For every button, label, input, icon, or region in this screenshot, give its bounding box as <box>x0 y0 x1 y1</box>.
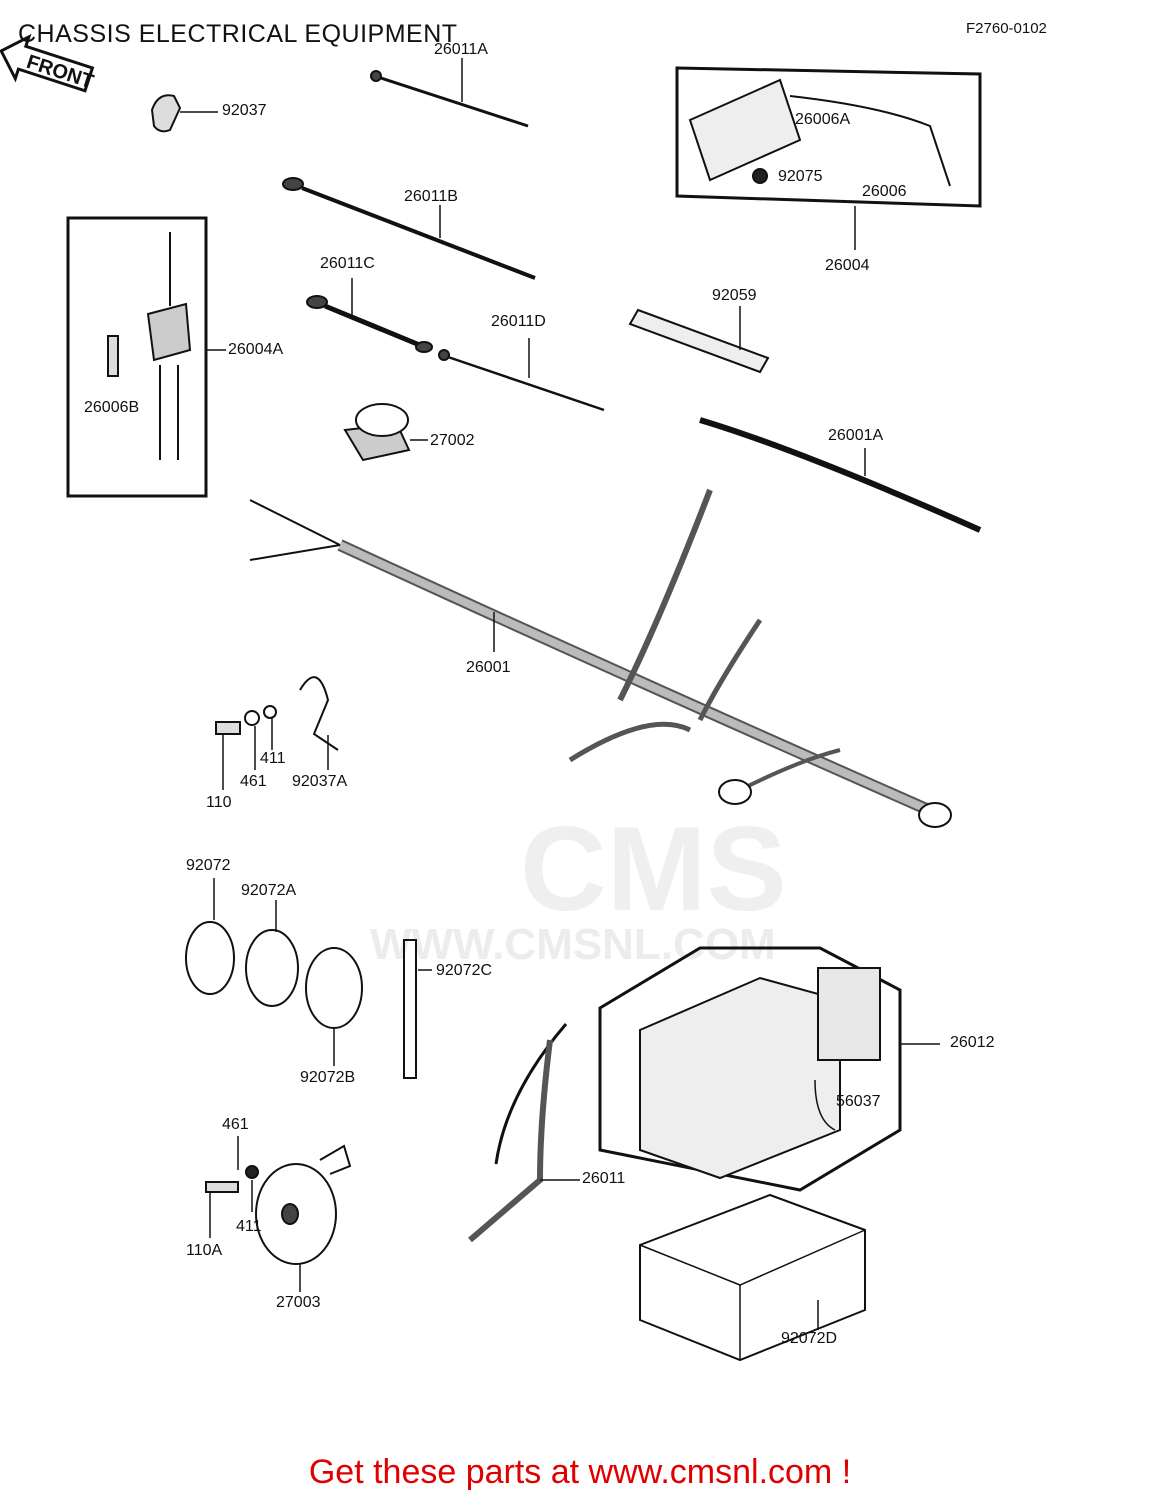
part-label[interactable]: 26012 <box>950 1034 995 1051</box>
cable-26011D <box>438 338 605 412</box>
bands-92072 <box>185 878 432 1079</box>
relay-box-26004A <box>66 216 226 498</box>
part-label[interactable]: 92059 <box>712 287 757 304</box>
part-label[interactable]: 92037A <box>292 773 348 790</box>
cable-26011C <box>306 278 433 353</box>
part-label[interactable]: 92072B <box>300 1069 356 1086</box>
part-label[interactable]: 26004 <box>825 257 870 274</box>
part-label[interactable]: 27002 <box>430 432 475 449</box>
part-label[interactable]: 26006A <box>795 111 851 128</box>
battery-box-26012 <box>598 946 940 1192</box>
part-label[interactable]: 411 <box>236 1218 262 1235</box>
part-label[interactable]: 411 <box>260 750 286 767</box>
relay-27002 <box>343 403 428 462</box>
part-label[interactable]: 26004A <box>228 341 284 358</box>
part-label[interactable]: 26011C <box>320 255 375 272</box>
harness-26001A <box>699 417 982 533</box>
part-label[interactable]: 26011B <box>404 188 458 205</box>
fuse-box-26004 <box>675 66 982 250</box>
tube-92059 <box>628 306 770 374</box>
cta-link[interactable]: Get these parts at www.cmsnl.com ! <box>308 1453 852 1491</box>
part-label[interactable]: 92075 <box>778 168 823 185</box>
part-label[interactable]: 92072A <box>241 882 297 899</box>
cable-26011B <box>282 177 536 280</box>
part-label[interactable]: 92072D <box>781 1330 838 1347</box>
part-label[interactable]: 56037 <box>836 1093 881 1110</box>
hardware-group-1 <box>215 676 339 790</box>
clip-92037 <box>150 94 182 133</box>
part-label[interactable]: 26011A <box>434 41 488 58</box>
part-label[interactable]: 461 <box>240 773 267 790</box>
horn-27003 <box>205 1136 352 1292</box>
part-label[interactable]: 110 <box>206 794 232 811</box>
part-label[interactable]: 110A <box>186 1242 223 1259</box>
watermark-logo: CMS <box>520 802 787 936</box>
part-label[interactable]: 26001A <box>828 427 884 444</box>
main-harness-26001 <box>249 488 952 828</box>
page-title: CHASSIS ELECTRICAL EQUIPMENT <box>18 20 458 48</box>
cable-26011 <box>468 1023 580 1243</box>
diagram-code: F2760-0102 <box>966 20 1047 37</box>
part-label[interactable]: 92037 <box>222 102 267 119</box>
part-label[interactable]: 26011 <box>582 1170 626 1187</box>
watermark-url: WWW.CMSNL.COM <box>370 920 776 969</box>
part-label[interactable]: 461 <box>222 1116 249 1133</box>
tray-92072D <box>639 1193 866 1362</box>
part-label[interactable]: 92072C <box>436 962 493 979</box>
cable-26011A <box>370 58 529 128</box>
part-label[interactable]: 27003 <box>276 1294 321 1311</box>
part-label[interactable]: 26006 <box>862 183 907 200</box>
part-label[interactable]: 26006B <box>84 399 140 416</box>
part-label[interactable]: 92072 <box>186 857 231 874</box>
part-label[interactable]: 26001 <box>466 659 511 676</box>
part-label[interactable]: 26011D <box>491 313 546 330</box>
